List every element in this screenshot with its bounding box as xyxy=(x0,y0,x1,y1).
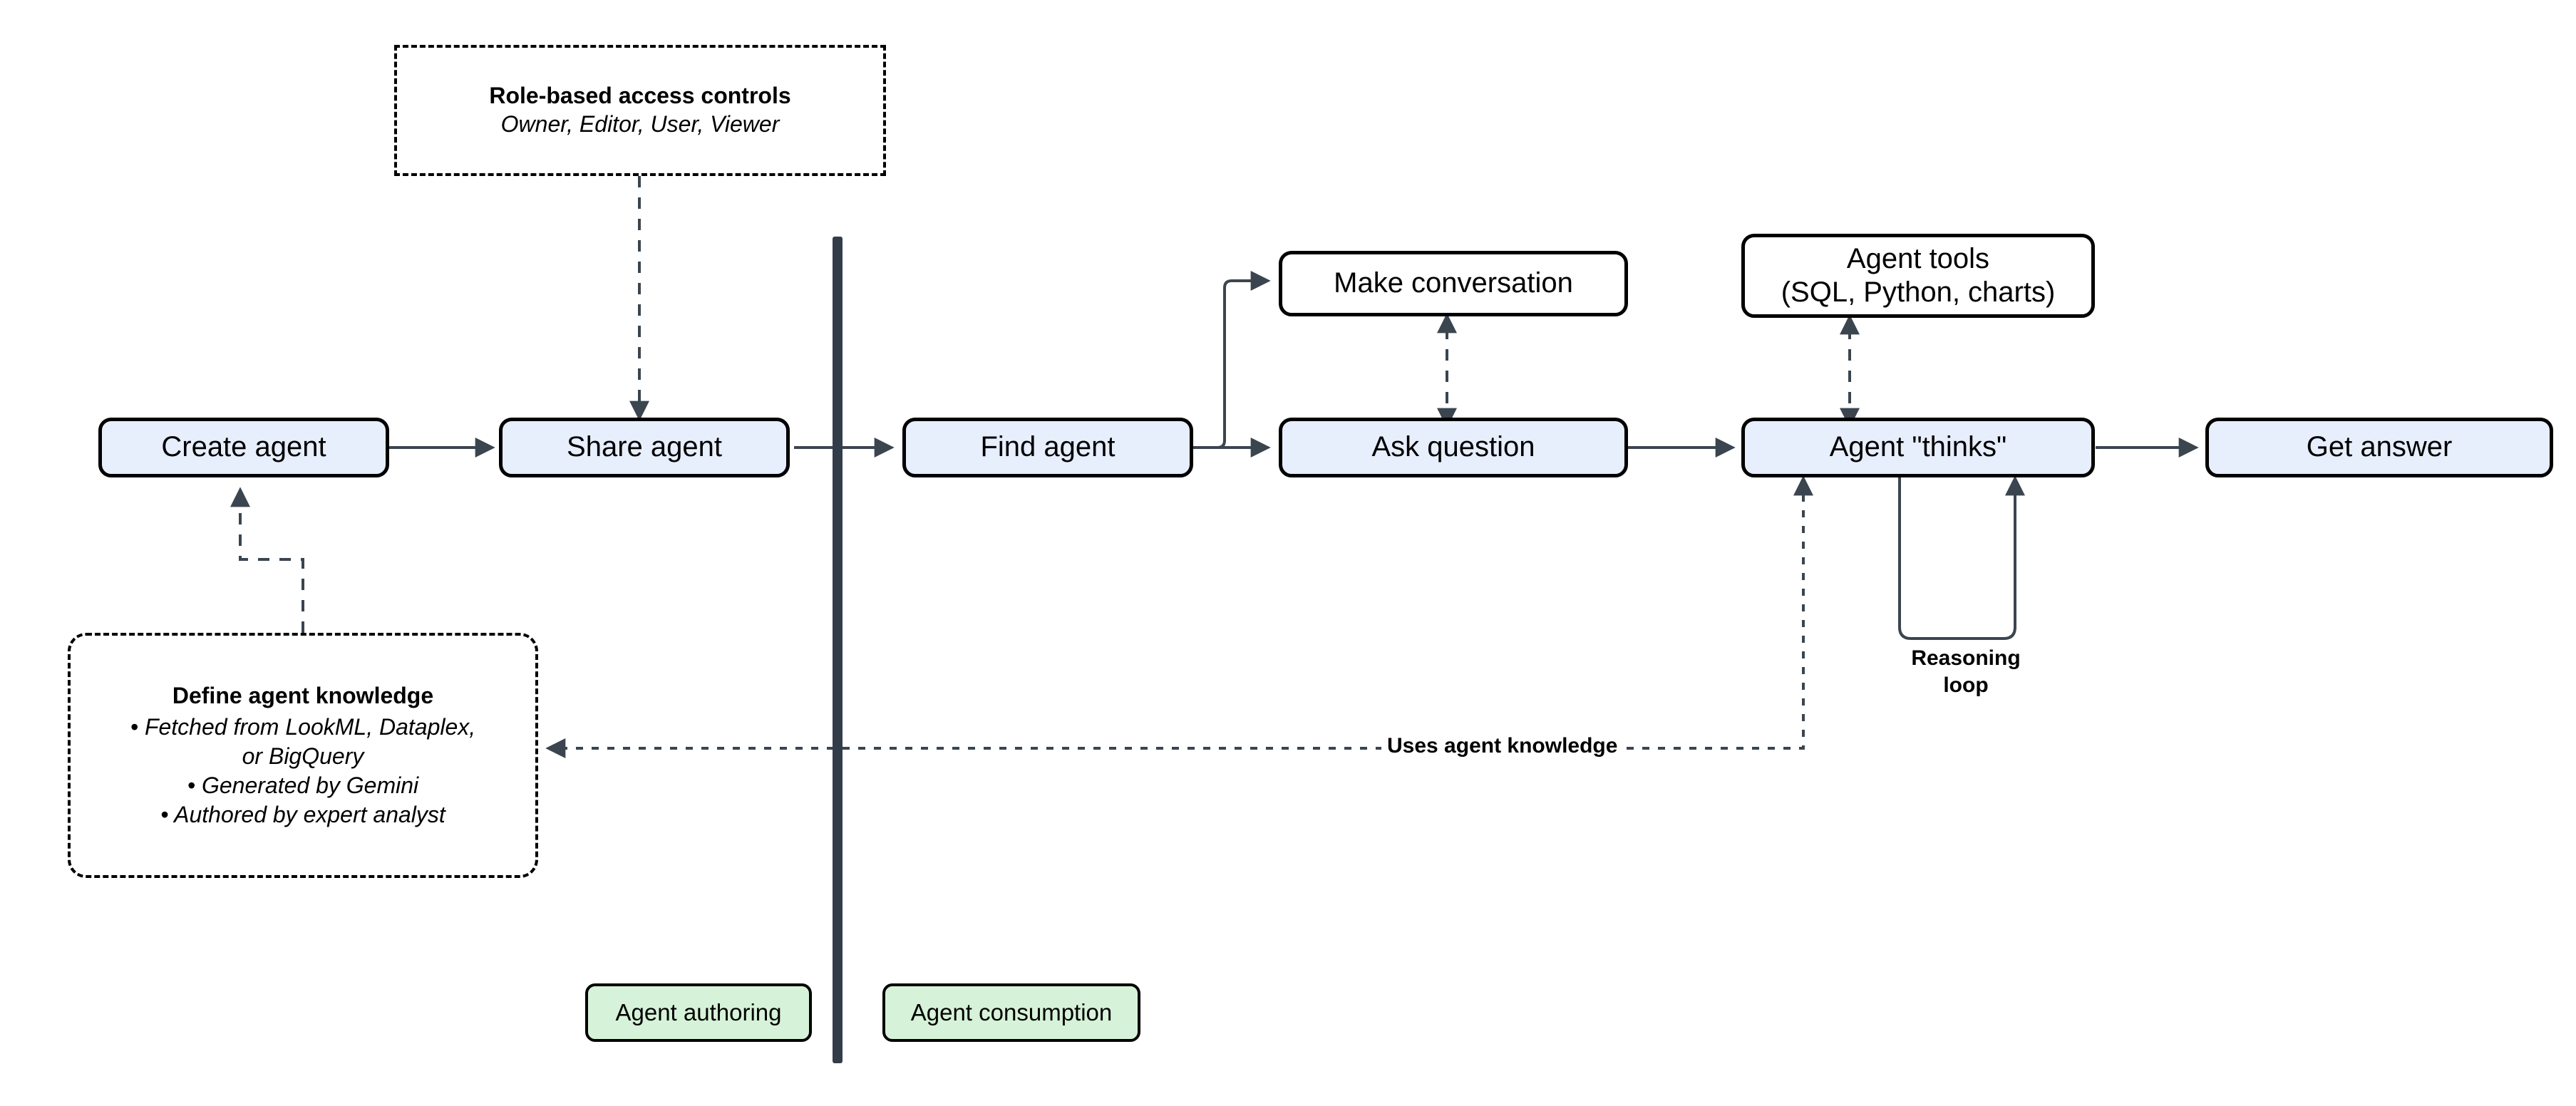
connector-uses-agent-knowledge xyxy=(545,475,1813,758)
label-uses-agent-knowledge: Uses agent knowledge xyxy=(1381,734,1624,758)
node-find-agent-label: Find agent xyxy=(980,431,1116,463)
legend-agent-authoring-label: Agent authoring xyxy=(615,998,782,1025)
legend-agent-consumption-label: Agent consumption xyxy=(910,998,1113,1025)
knowledge-bullet: • Generated by Gemini xyxy=(187,772,419,798)
node-ask-question[interactable]: Ask question xyxy=(1279,418,1628,477)
node-share-agent[interactable]: Share agent xyxy=(499,418,790,477)
connector-knowledge-to-create-agent xyxy=(230,487,304,633)
node-get-answer-label: Get answer xyxy=(2306,431,2453,463)
node-agent-tools[interactable]: Agent tools (SQL, Python, charts) xyxy=(1741,234,2095,318)
node-find-agent[interactable]: Find agent xyxy=(902,418,1193,477)
node-make-conversation[interactable]: Make conversation xyxy=(1279,251,1628,316)
callout-define-agent-knowledge: Define agent knowledge • Fetched from Lo… xyxy=(68,633,538,878)
knowledge-bullet: • Authored by expert analyst xyxy=(160,801,445,827)
legend-agent-authoring[interactable]: Agent authoring xyxy=(585,983,812,1042)
callout-knowledge-title: Define agent knowledge xyxy=(172,683,434,709)
connector-find-to-make-conversation xyxy=(1193,271,1271,449)
label-reasoning-loop: Reasoning loop xyxy=(1896,645,2036,698)
legend-agent-consumption[interactable]: Agent consumption xyxy=(882,983,1140,1042)
node-agent-tools-label: Agent tools (SQL, Python, charts) xyxy=(1781,242,2056,308)
callout-rbac-title: Role-based access controls xyxy=(489,83,791,109)
callout-rbac-subtitle: Owner, Editor, User, Viewer xyxy=(500,111,780,138)
node-make-conversation-label: Make conversation xyxy=(1334,267,1573,299)
node-create-agent[interactable]: Create agent xyxy=(98,418,389,477)
node-create-agent-label: Create agent xyxy=(161,431,326,463)
callout-role-based-access-controls: Role-based access controls Owner, Editor… xyxy=(394,45,886,176)
callout-knowledge-bullets: • Fetched from LookML, Dataplex, or BigQ… xyxy=(130,713,475,830)
node-share-agent-label: Share agent xyxy=(567,431,722,463)
knowledge-bullet: • Fetched from LookML, Dataplex, or BigQ… xyxy=(130,714,476,770)
node-agent-thinks-label: Agent "thinks" xyxy=(1829,431,2007,463)
section-divider xyxy=(833,237,843,1063)
node-agent-thinks[interactable]: Agent "thinks" xyxy=(1741,418,2095,477)
node-ask-question-label: Ask question xyxy=(1371,431,1535,463)
connector-reasoning-loop xyxy=(1898,472,2025,640)
node-get-answer[interactable]: Get answer xyxy=(2205,418,2553,477)
